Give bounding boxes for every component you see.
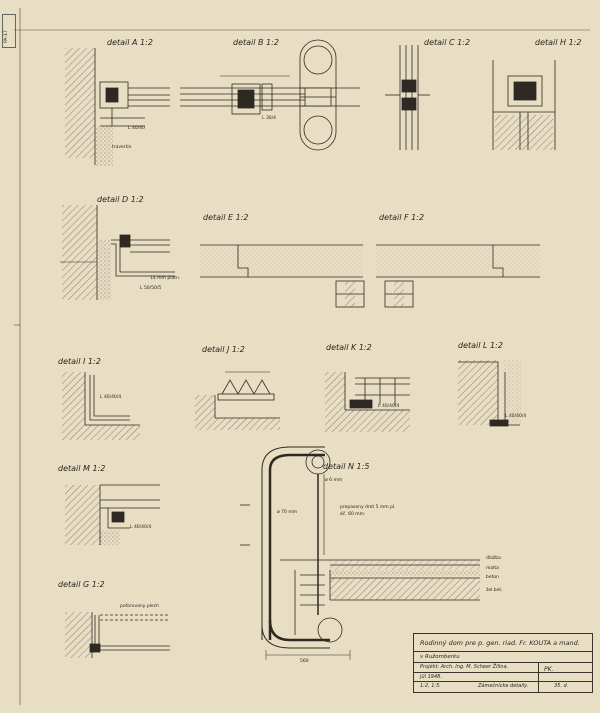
detail-i-drawing (62, 372, 140, 440)
detail-n-note-spacing: áč. 60 mm. (340, 512, 366, 517)
detail-h-title: detail H 1:2 (535, 38, 582, 47)
detail-a-note: travertin (112, 145, 132, 150)
detail-k-title: detail K 1:2 (326, 343, 372, 352)
detail-h-drawing (492, 60, 556, 150)
detail-n-layer-tiles: dlažba (486, 556, 501, 561)
archive-stamp-text: PA-17 (4, 30, 9, 43)
title-block-scale: 1:2, 1:5. (420, 683, 441, 689)
title-block-project: Rodinný dom pre p. gen. riad. Fr. KOUTA … (420, 639, 580, 647)
detail-g-title: detail G 1:2 (58, 580, 105, 589)
title-block-number: 35. d. (554, 683, 569, 689)
title-block-date: Júl 1948. (420, 674, 442, 680)
detail-n-tube-size: ø 70 mm (277, 510, 298, 515)
detail-j-title: detail J 1:2 (202, 345, 245, 354)
detail-n-layer-mortar: malta (486, 566, 499, 571)
detail-l-drawing (458, 360, 521, 427)
detail-d-title: detail D 1:2 (97, 195, 144, 204)
detail-d-note: 14 mm platn. (150, 276, 181, 281)
detail-n-note-diameter: ø 6 mm (325, 478, 343, 483)
detail-a-title: detail A 1:2 (107, 38, 153, 47)
detail-i-title: detail I 1:2 (58, 357, 101, 366)
detail-l-title: detail L 1:2 (458, 341, 503, 350)
title-block-description: Zámečnícke detaily. (478, 683, 529, 689)
detail-n-title: detail N 1:5 (323, 462, 370, 471)
detail-a-dimension: L 40/40 (128, 126, 145, 131)
detail-n-layer-rc: žel.bet. (486, 588, 503, 593)
detail-b-title: detail B 1:2 (233, 38, 279, 47)
detail-g-drawing (65, 612, 170, 658)
title-block: Rodinný dom pre p. gen. riad. Fr. KOUTA … (413, 633, 593, 693)
detail-f-title: detail F 1:2 (379, 213, 425, 222)
detail-m-dimension: L 40/40/4 (130, 525, 152, 530)
detail-l-dimension: L 40/40/4 (505, 414, 527, 419)
detail-n-note-wire: prepaseny drot 5 mm pl. (340, 505, 396, 510)
detail-k-drawing (325, 372, 410, 432)
detail-b-dimension: L 30/4 (262, 116, 277, 121)
detail-d-drawing (60, 205, 175, 300)
detail-f-drawing (376, 244, 540, 308)
detail-n-layer-concrete: beton (486, 575, 499, 580)
detail-n-width-dimension: 560 (300, 659, 309, 664)
detail-d-dimension: L 50/50/5 (140, 286, 162, 291)
detail-b-drawing (180, 39, 360, 151)
title-block-designer: Projékt: Arch. Ing. M. Scheer Žilina. (420, 664, 509, 670)
detail-g-note: poforovany plech (120, 604, 160, 609)
detail-m-drawing (65, 484, 160, 545)
detail-n-drawing (240, 446, 480, 660)
archive-stamp: PA-17 (2, 14, 16, 48)
detail-i-dimension: L 40/40/4 (100, 395, 122, 400)
detail-e-title: detail E 1:2 (203, 213, 249, 222)
detail-e-drawing (200, 244, 365, 308)
detail-c-drawing (385, 45, 430, 150)
detail-c-title: detail C 1:2 (424, 38, 471, 47)
detail-a-drawing (65, 48, 170, 166)
detail-m-title: detail M 1:2 (58, 464, 106, 473)
title-block-location: v Ružomberku (420, 654, 460, 660)
detail-k-dimension: L 40/40/4 (378, 404, 400, 409)
detail-j-drawing (195, 371, 280, 430)
title-block-initials: PK. (544, 666, 554, 673)
